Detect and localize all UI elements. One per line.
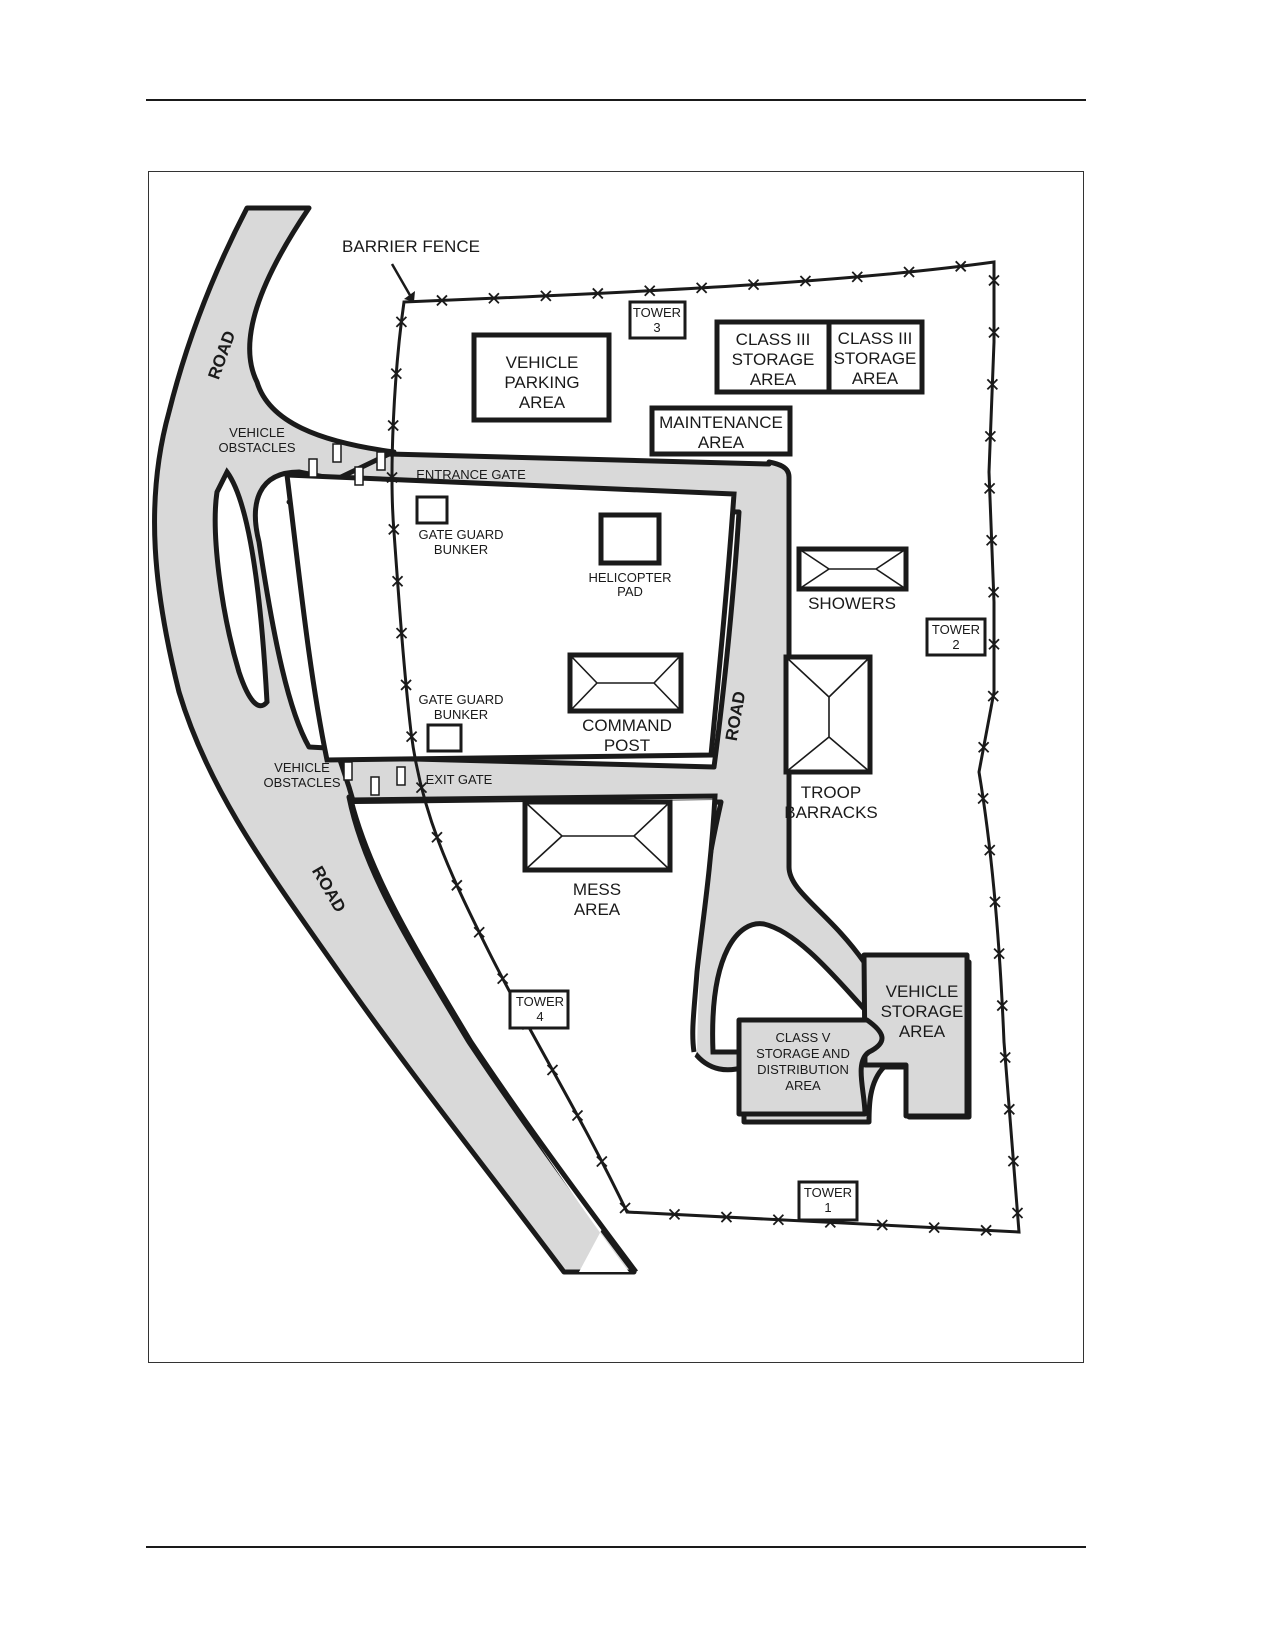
tower4-line2: 4 <box>536 1009 543 1024</box>
footer-rule <box>146 1546 1086 1548</box>
vehicle-obstacles-bottom <box>343 761 406 796</box>
lower-field-edge-left <box>348 799 639 1274</box>
troop-barracks-line1: TROOP <box>801 783 861 802</box>
gate-guard-bunker-top-line1: GATE GUARD <box>419 527 504 542</box>
vehicle-storage-area <box>861 952 970 1119</box>
class3a-line3: AREA <box>750 370 797 389</box>
maintenance-line1: MAINTENANCE <box>659 413 783 432</box>
mess-area-building <box>522 799 673 873</box>
class5-storage-area <box>736 1017 885 1117</box>
entrance-gate-label: ENTRANCE GATE <box>416 467 526 482</box>
lower-field-edge <box>350 793 718 1053</box>
class5-line2: STORAGE AND <box>756 1046 850 1061</box>
troop-barracks-line2: BARRACKS <box>784 803 878 822</box>
tower2-line2: 2 <box>952 637 959 652</box>
tower-3 <box>628 300 687 340</box>
gate-guard-bunker-bottom-line2: BUNKER <box>434 707 488 722</box>
barrier-fence-arrowhead <box>404 291 415 302</box>
class3b-line2: STORAGE <box>834 349 917 368</box>
tower4-line1: TOWER <box>516 994 564 1009</box>
vehicle-parking-area <box>471 332 612 423</box>
barrier-fence <box>390 260 1021 1234</box>
vehicle-parking-line3: AREA <box>519 393 566 412</box>
command-post-line2: POST <box>604 736 650 755</box>
class3a-line2: STORAGE <box>732 350 815 369</box>
tower1-line1: TOWER <box>804 1185 852 1200</box>
vehicle-storage-line1: VEHICLE <box>886 982 959 1001</box>
mess-area-line2: AREA <box>574 900 621 919</box>
class5-line1: CLASS V <box>776 1030 831 1045</box>
barrier-fence-arrow <box>390 263 413 298</box>
maintenance-line2: AREA <box>698 433 745 452</box>
tower1-line2: 1 <box>824 1200 831 1215</box>
vehicle-storage-line2: STORAGE <box>881 1002 964 1021</box>
vehicle-obstacles-top-line2: OBSTACLES <box>218 440 295 455</box>
tower-1 <box>797 1180 859 1222</box>
tower3-line1: TOWER <box>633 305 681 320</box>
maintenance-area <box>649 405 793 457</box>
road-island <box>212 467 270 709</box>
class3a-line1: CLASS III <box>736 330 811 349</box>
vehicle-storage-line3: AREA <box>899 1022 946 1041</box>
command-post-building <box>567 652 684 714</box>
vehicle-parking-line2: PARKING <box>504 373 579 392</box>
tower3-line2: 3 <box>653 320 660 335</box>
class3-storage-a <box>714 319 832 395</box>
vehicle-parking-line1: VEHICLE <box>506 353 579 372</box>
class3b-line1: CLASS III <box>838 329 913 348</box>
class5-line4: AREA <box>785 1078 821 1093</box>
exit-gate-label: EXIT GATE <box>426 772 493 787</box>
showers-label: SHOWERS <box>808 594 896 613</box>
gate-guard-bunker-top-line2: BUNKER <box>434 542 488 557</box>
gate-guard-bunker-bottom <box>426 723 463 753</box>
vehicle-obstacles-top-line1: VEHICLE <box>229 425 285 440</box>
base-layout-diagram: BARRIER FENCE ROAD ROAD ROAD VEHICLE OBS… <box>148 171 1084 1363</box>
tower2-line1: TOWER <box>932 622 980 637</box>
class5-line3: DISTRIBUTION <box>757 1062 849 1077</box>
troop-barracks-building <box>783 654 873 775</box>
header-rule <box>146 99 1086 101</box>
tower-4 <box>508 989 570 1030</box>
gate-guard-bunker-top <box>415 495 449 525</box>
barrier-fence-label: BARRIER FENCE <box>342 237 480 256</box>
class3b-line3: AREA <box>852 369 899 388</box>
helicopter-pad <box>598 512 662 566</box>
gate-guard-bunker-bottom-line1: GATE GUARD <box>419 692 504 707</box>
showers-building <box>796 546 909 592</box>
vehicle-obstacles-bottom-line1: VEHICLE <box>274 760 330 775</box>
mess-area-line1: MESS <box>573 880 621 899</box>
vehicle-obstacles-bottom-line2: OBSTACLES <box>263 775 340 790</box>
command-post-line1: COMMAND <box>582 716 672 735</box>
tower-2 <box>925 617 987 657</box>
class3-storage-b <box>826 319 925 395</box>
helipad-line1: HELICOPTER <box>588 570 671 585</box>
helipad-line2: PAD <box>617 584 643 599</box>
vehicle-obstacles-top <box>308 443 386 486</box>
